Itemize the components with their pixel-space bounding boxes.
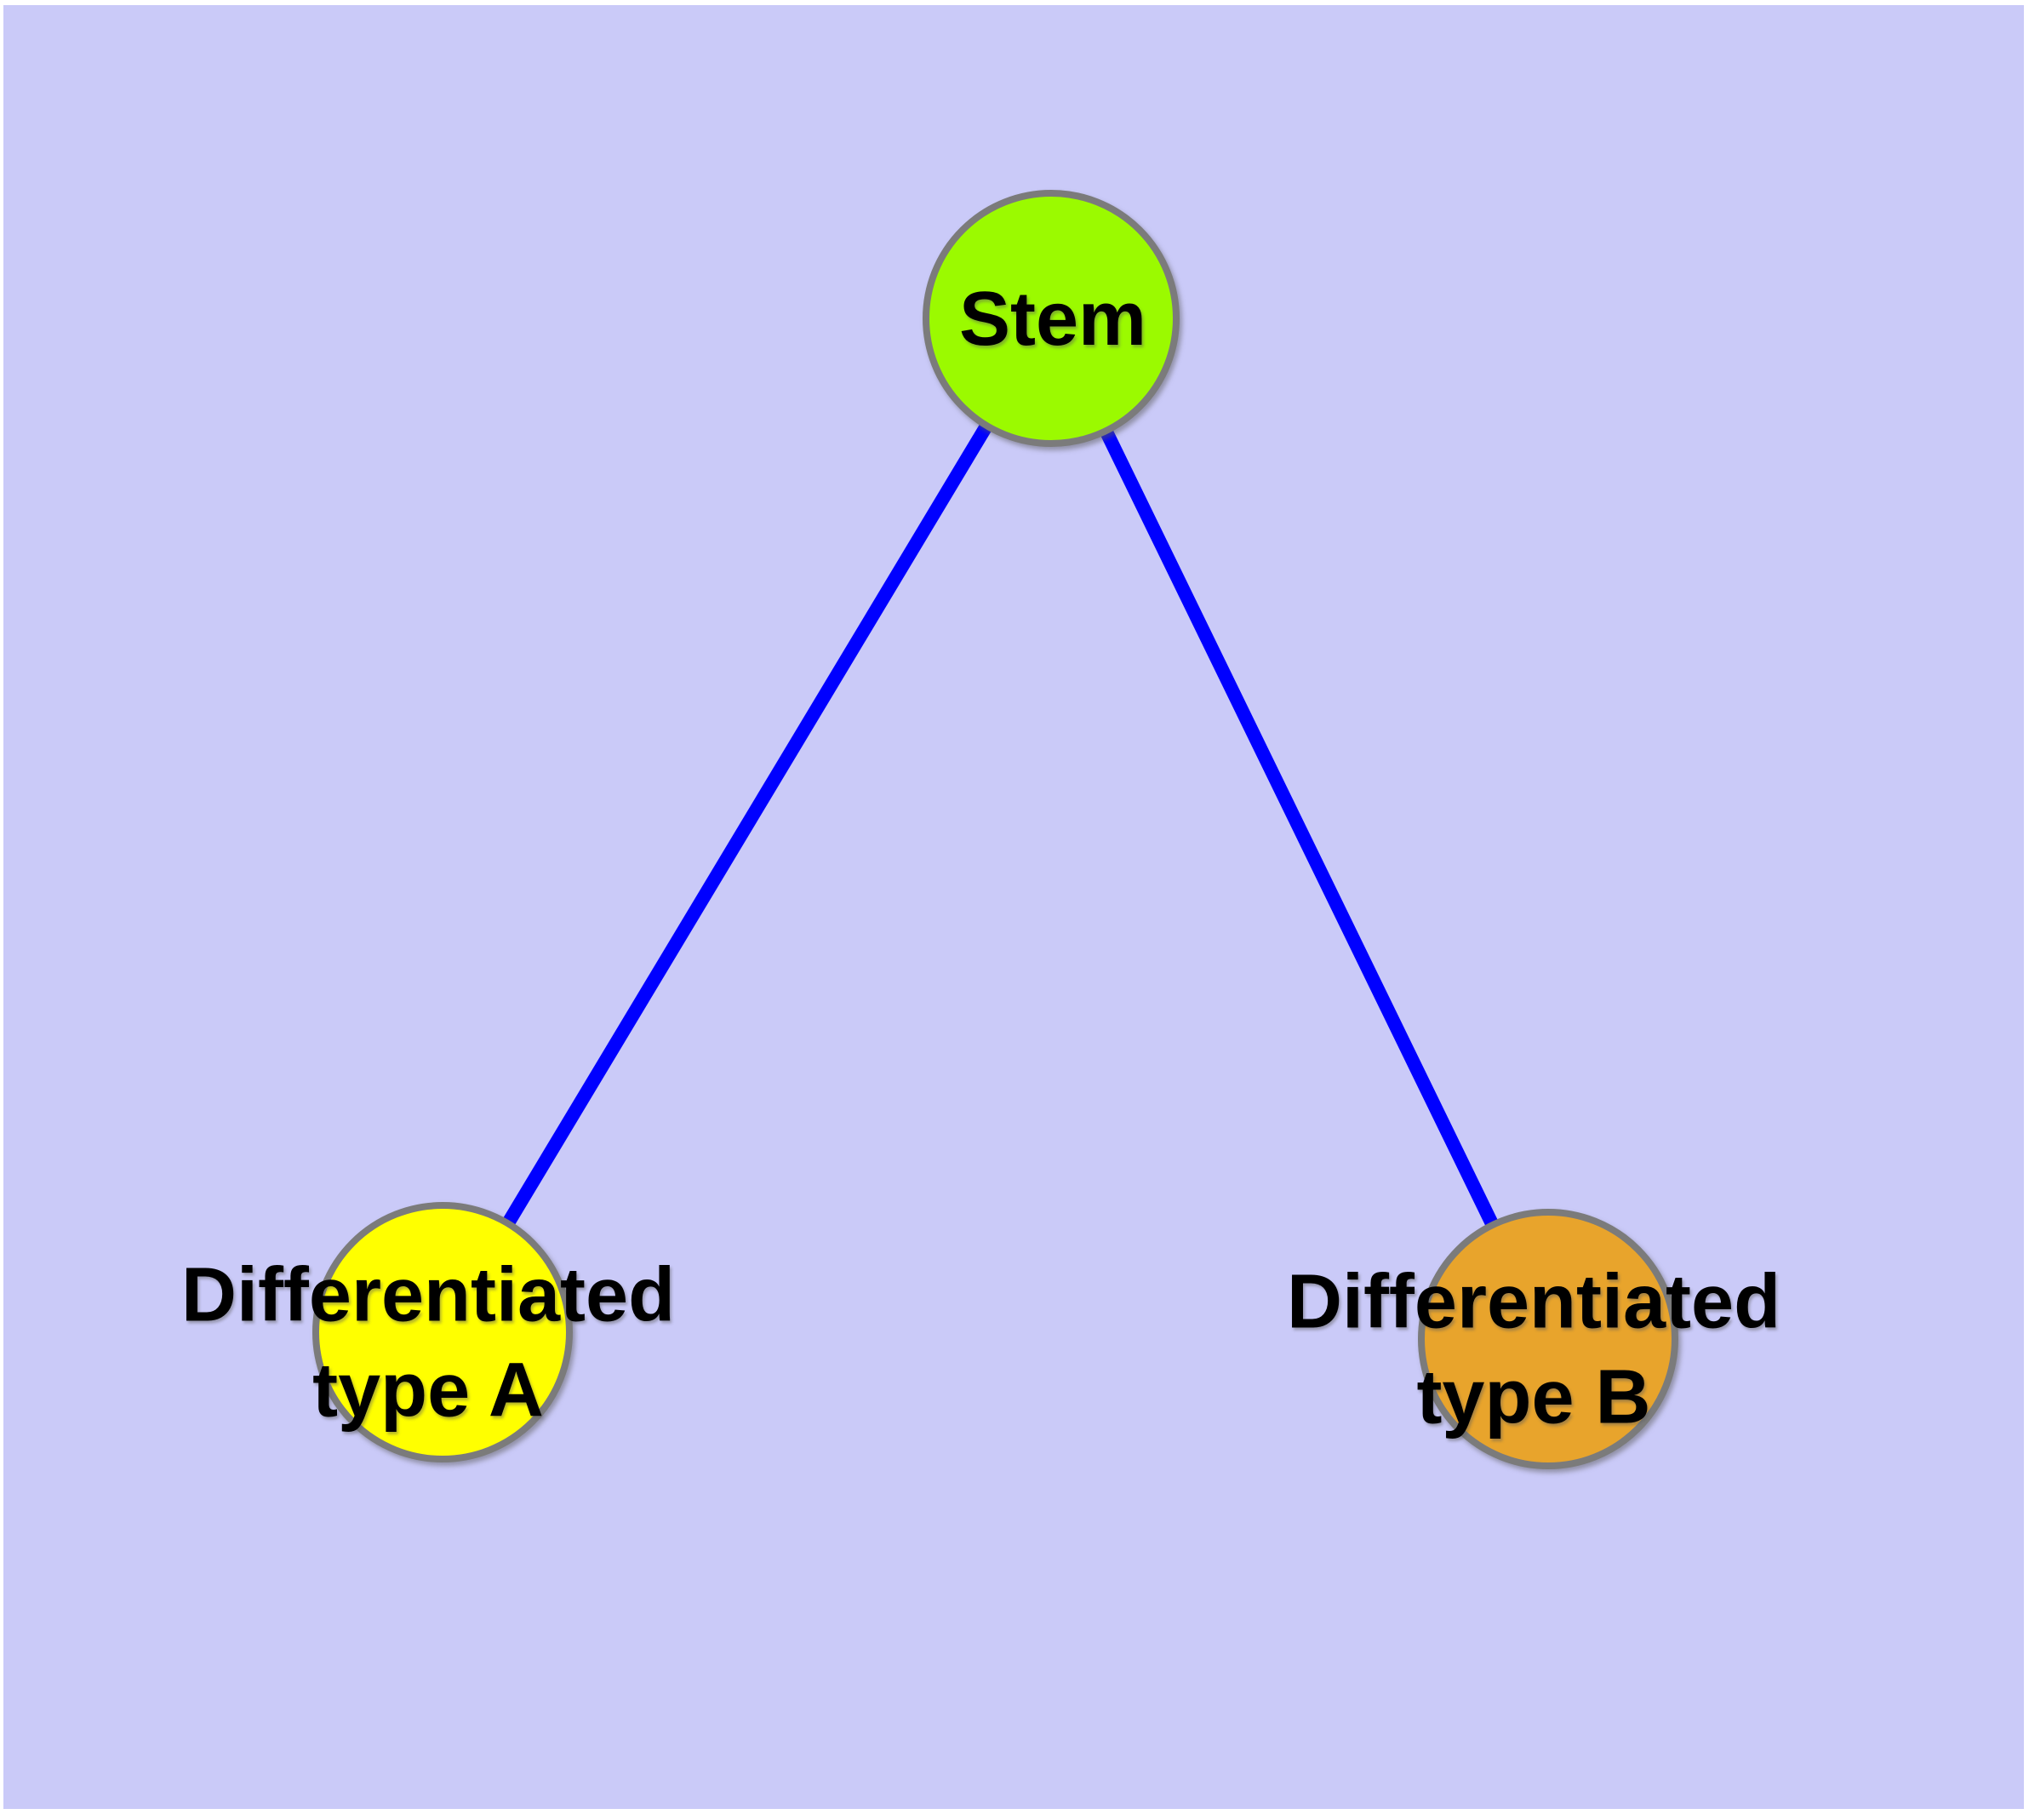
node-stem-circle [923,190,1180,447]
edge-stem-to-typeB [1044,315,1555,1342]
node-typeA-circle [312,1202,573,1462]
edge-stem-to-typeA [437,314,1057,1336]
node-typeB-circle [1418,1209,1678,1469]
